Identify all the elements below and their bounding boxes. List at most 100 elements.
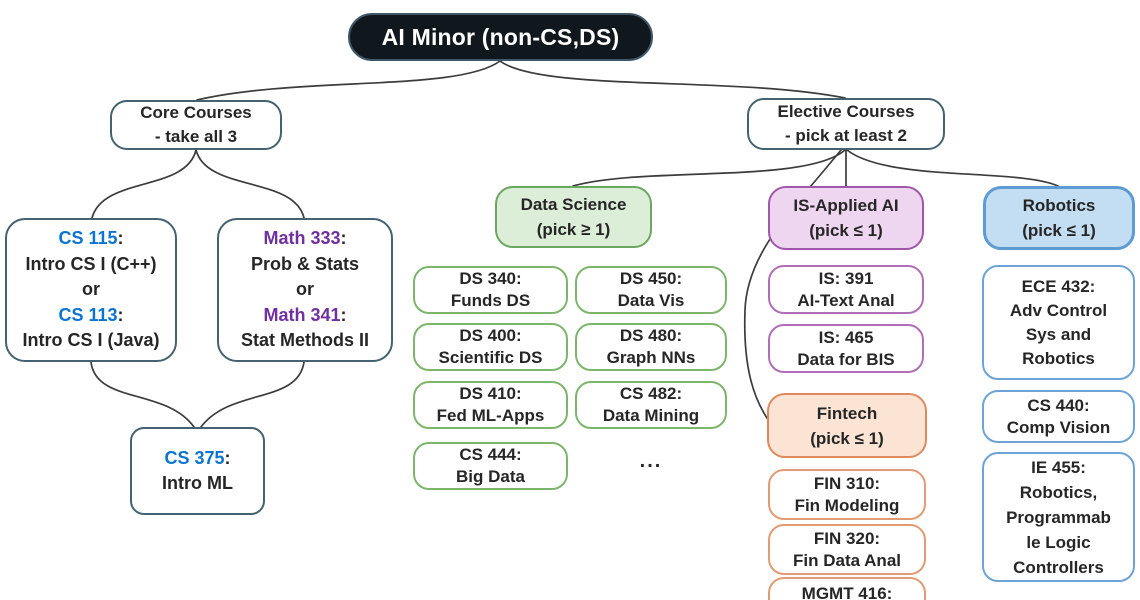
root-label: AI Minor (non-CS,DS) (381, 23, 620, 50)
fintech-title-line1: Fintech (816, 403, 878, 423)
cs113-code: CS 113 (58, 304, 118, 325)
cs113-colon: : (117, 304, 124, 325)
course-ds-410: DS 410: Fed ML-Apps (413, 381, 568, 429)
course-line: Programmab (1006, 507, 1111, 527)
node-is-applied-ai-header: IS-Applied AI (pick ≤ 1) (768, 186, 924, 250)
core-header-line1: Core Courses (140, 103, 252, 122)
math-or: or (296, 279, 314, 300)
course-line: Data for BIS (797, 349, 895, 369)
course-line: Big Data (456, 467, 525, 486)
node-core-courses-header: Core Courses - take all 3 (110, 100, 282, 150)
node-math-options: Math 333: Prob & Stats or Math 341: Stat… (217, 218, 393, 362)
edge-elective-ds (572, 149, 846, 187)
math341-desc: Stat Methods II (240, 330, 369, 351)
course-line: Controllers (1013, 557, 1104, 577)
node-fintech-header: Fintech (pick ≤ 1) (767, 393, 927, 458)
node-elective-courses-header: Elective Courses - pick at least 2 (747, 98, 945, 150)
cs115-code: CS 115 (58, 228, 118, 249)
math341-code: Math 341 (263, 304, 341, 325)
robotics-title-line1: Robotics (1022, 196, 1096, 215)
course-line: Sys and (1025, 324, 1092, 344)
cs-or: or (82, 279, 100, 300)
course-line: DS 480: (619, 326, 683, 345)
fintech-title-line2: (pick ≤ 1) (810, 428, 884, 448)
course-line: IS: 391 (818, 268, 874, 288)
course-line: CS 482: (619, 384, 683, 403)
course-line: DS 450: (619, 269, 683, 288)
math333-code: Math 333 (263, 228, 341, 249)
course-line: DS 410: (459, 384, 522, 403)
course-line: AI-Text Anal (797, 290, 895, 310)
node-robotics-header: Robotics (pick ≤ 1) (983, 186, 1135, 250)
edge-elective-robotics (846, 149, 1059, 187)
course-cs-482: CS 482: Data Mining (575, 381, 727, 429)
course-line: IS: 465 (818, 327, 874, 347)
course-ds-480: DS 480: Graph NNs (575, 323, 727, 371)
course-line: Data Mining (602, 406, 700, 425)
course-is-391: IS: 391 AI-Text Anal (768, 265, 924, 314)
course-mgmt-416: MGMT 416: (768, 577, 926, 600)
cs-option-2: CS 113: (58, 303, 123, 329)
course-line: CS 440: (1027, 395, 1090, 415)
elective-header-line2: - pick at least 2 (785, 126, 907, 145)
course-line: Fed ML-Apps (436, 406, 545, 425)
course-ds-400: DS 400: Scientific DS (413, 323, 568, 371)
cs115-desc: Intro CS I (C++) (25, 253, 157, 274)
course-line: Comp Vision (1006, 417, 1111, 437)
edge-core-cs (91, 149, 197, 219)
course-line: DS 400: (459, 326, 522, 345)
course-line: MGMT 416: (801, 584, 893, 600)
cs375-code: CS 375 (164, 448, 225, 468)
edge-root-elective (499, 60, 846, 99)
math333-desc: Prob & Stats (250, 253, 360, 274)
math-option-1: Math 333: (263, 226, 346, 252)
edge-core-math (195, 149, 305, 219)
course-line: Fin Modeling (794, 495, 900, 515)
elective-header-line1: Elective Courses (777, 102, 915, 121)
course-cs-440: CS 440: Comp Vision (982, 390, 1135, 443)
ds-title-line2: (pick ≥ 1) (536, 220, 611, 239)
ds-more-ellipsis: ... (639, 450, 663, 472)
course-line: FIN 310: (813, 473, 881, 493)
math333-colon: : (340, 228, 347, 249)
node-cs-375: CS 375: Intro ML (130, 427, 265, 515)
course-ie-455: IE 455: Robotics, Programmab le Logic Co… (982, 452, 1135, 582)
cs375-colon: : (224, 448, 231, 468)
course-cs-444: CS 444: Big Data (413, 442, 568, 490)
course-line: IE 455: (1031, 457, 1086, 477)
course-ds-340: DS 340: Funds DS (413, 266, 568, 314)
cs113-desc: Intro CS I (Java) (22, 330, 160, 351)
course-line: Robotics (1022, 348, 1095, 368)
course-fin-320: FIN 320: Fin Data Anal (768, 524, 926, 575)
course-line: FIN 320: (813, 528, 881, 548)
course-line: Adv Control (1009, 300, 1108, 320)
cs-option-1: CS 115: (58, 226, 123, 252)
course-line: Scientific DS (438, 348, 543, 367)
course-line: Funds DS (450, 291, 531, 310)
edge-cs-capstone (90, 361, 195, 428)
course-line: DS 340: (459, 269, 522, 288)
cs375-code-line: CS 375: (164, 446, 230, 471)
course-ds-450: DS 450: Data Vis (575, 266, 727, 314)
course-ece-432: ECE 432: Adv Control Sys and Robotics (982, 265, 1135, 380)
edge-root-core (196, 60, 501, 101)
cs115-colon: : (117, 228, 124, 249)
is-title-line2: (pick ≤ 1) (809, 221, 883, 240)
node-ai-minor-root: AI Minor (non-CS,DS) (348, 13, 653, 61)
course-line: Robotics, (1019, 482, 1098, 502)
node-data-science-header: Data Science (pick ≥ 1) (495, 186, 652, 248)
math341-colon: : (340, 304, 347, 325)
robotics-title-line2: (pick ≤ 1) (1022, 221, 1096, 240)
course-line: Fin Data Anal (793, 550, 901, 570)
cs375-desc: Intro ML (162, 473, 233, 493)
course-line: le Logic (1026, 532, 1091, 552)
course-is-465: IS: 465 Data for BIS (768, 324, 924, 373)
is-title-line1: IS-Applied AI (793, 196, 899, 215)
ds-title-line1: Data Science (520, 195, 627, 214)
math-option-2: Math 341: (263, 303, 346, 329)
core-header-line2: - take all 3 (154, 127, 238, 146)
course-line: Data Vis (617, 291, 685, 310)
course-line: ECE 432: (1021, 276, 1096, 296)
